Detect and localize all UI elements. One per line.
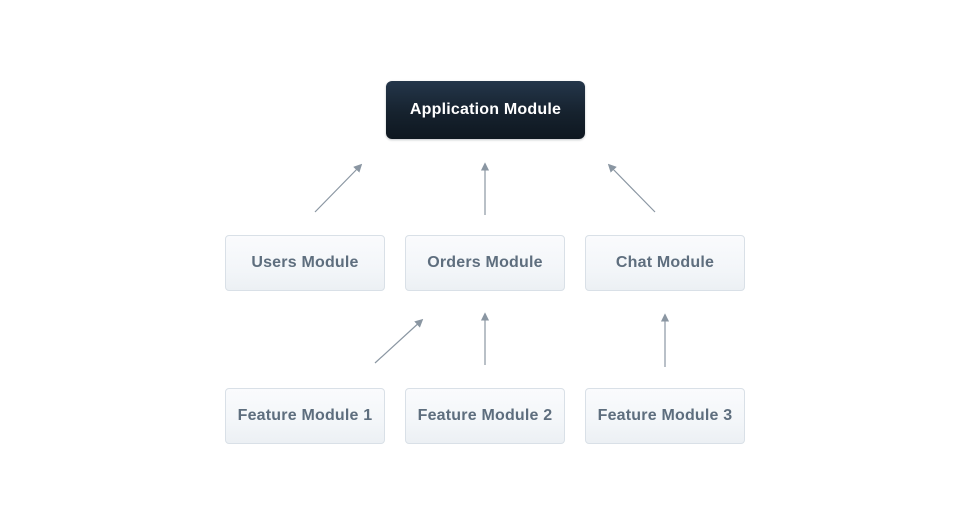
- node-feature-module-3: Feature Module 3: [585, 388, 745, 444]
- node-chat-module: Chat Module: [585, 235, 745, 291]
- node-feature-module-2-label: Feature Module 2: [417, 407, 553, 424]
- node-users-module-label: Users Module: [251, 254, 359, 271]
- node-orders-module: Orders Module: [405, 235, 565, 291]
- node-application-module-label: Application Module: [409, 101, 562, 118]
- node-orders-module-label: Orders Module: [427, 254, 543, 271]
- node-chat-module-label: Chat Module: [615, 254, 715, 271]
- node-feature-module-2: Feature Module 2: [405, 388, 565, 444]
- node-feature-module-1-label: Feature Module 1: [237, 407, 373, 424]
- edge-feature1-to-orders: [374, 318, 424, 364]
- node-users-module: Users Module: [225, 235, 385, 291]
- node-feature-module-3-label: Feature Module 3: [597, 407, 733, 424]
- node-application-module: Application Module: [386, 81, 585, 139]
- edge-users-to-application: [314, 163, 363, 213]
- edge-chat-to-application: [607, 163, 656, 213]
- node-feature-module-1: Feature Module 1: [225, 388, 385, 444]
